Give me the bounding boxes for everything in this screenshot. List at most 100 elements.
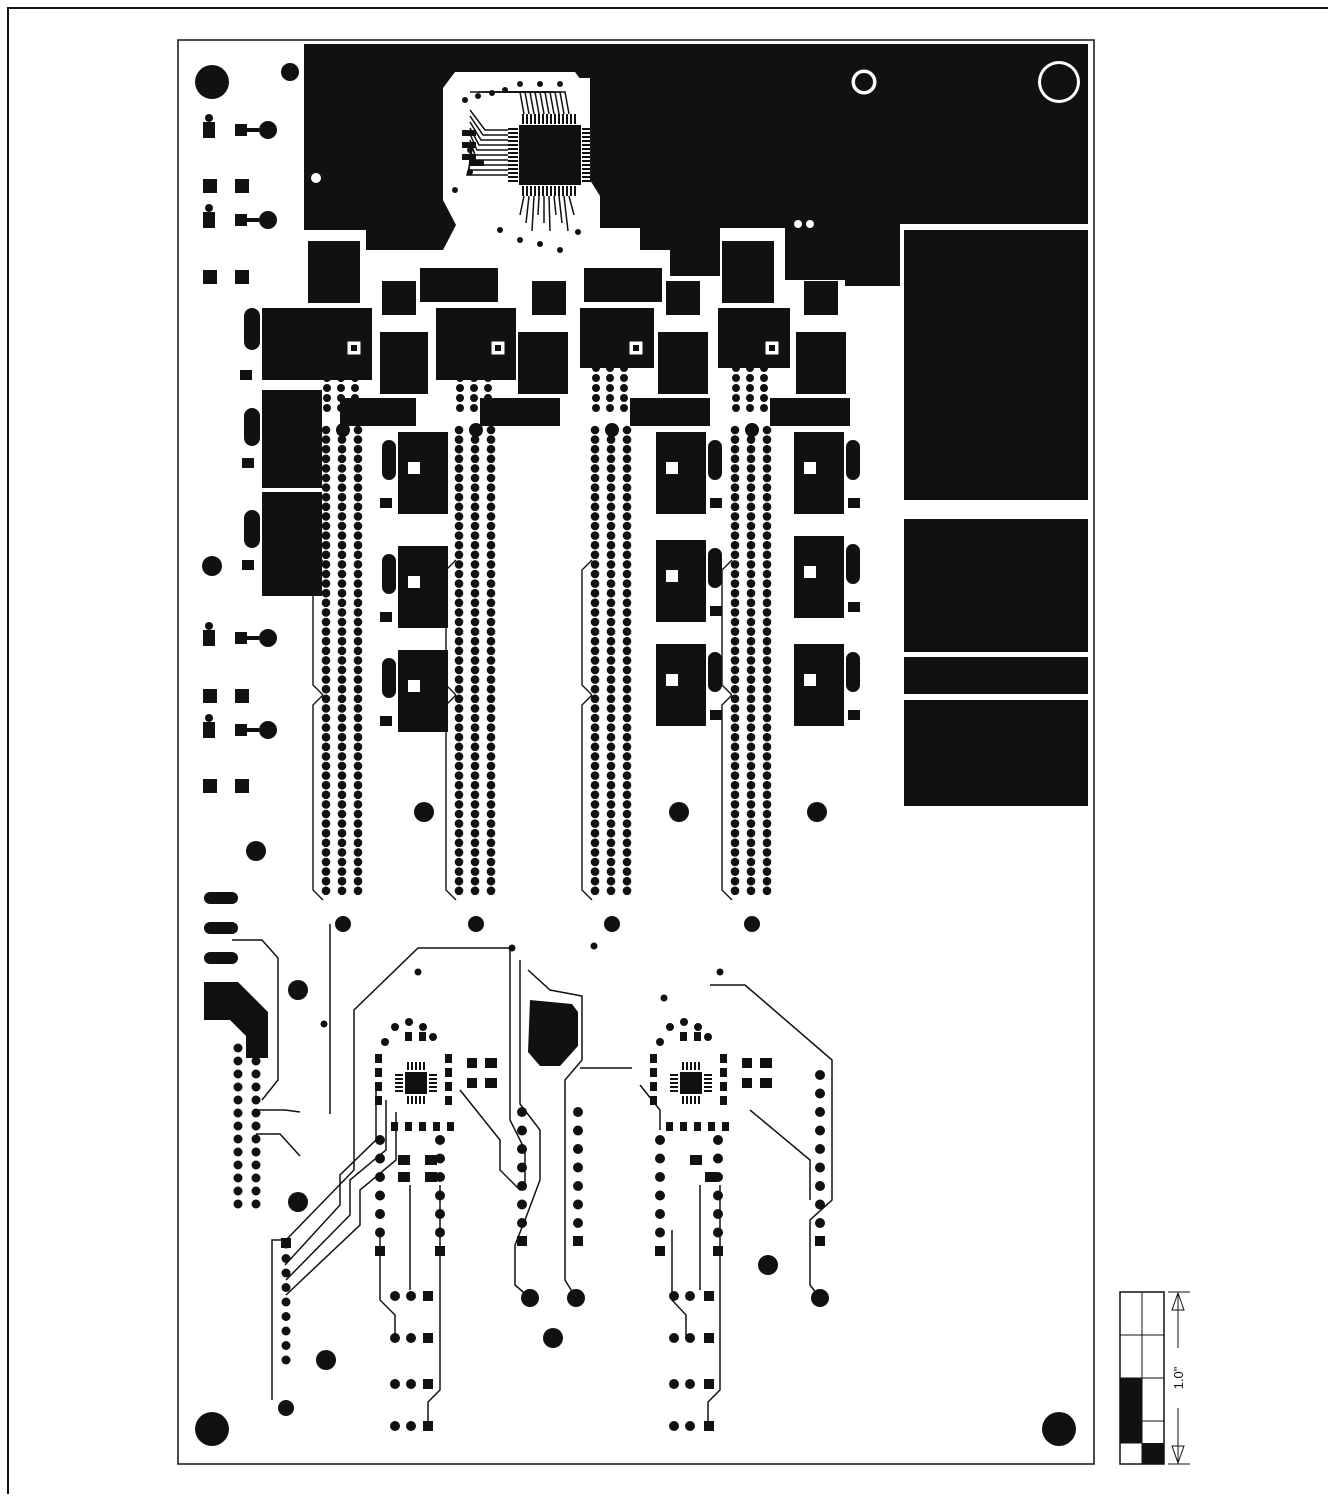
connector-via xyxy=(484,384,492,392)
connector-via xyxy=(353,627,363,636)
header-pin xyxy=(517,1125,527,1136)
header-pin xyxy=(390,1421,400,1431)
connector-via xyxy=(470,742,480,752)
connector-via xyxy=(622,656,632,665)
connector-via xyxy=(470,374,478,382)
qfp-pin xyxy=(582,180,592,182)
connector-via xyxy=(762,761,772,771)
connector-via xyxy=(470,684,480,694)
header-pin-square xyxy=(713,1246,723,1256)
side-module-tab xyxy=(846,544,860,584)
connector-via xyxy=(470,809,480,819)
connector-via xyxy=(590,540,600,550)
qfp-pin xyxy=(554,186,556,196)
qfn-via xyxy=(666,1023,674,1031)
connector-via xyxy=(454,656,464,665)
connector-via xyxy=(486,425,496,435)
mosfet xyxy=(796,332,846,394)
connector-via xyxy=(606,512,616,521)
pad xyxy=(235,270,249,284)
connector-via xyxy=(730,512,740,521)
connector-via xyxy=(486,608,496,617)
connector-via xyxy=(622,627,632,636)
connector-via xyxy=(732,394,740,402)
connector-via xyxy=(470,656,480,665)
qfn-pin xyxy=(407,1096,409,1104)
qfp-pin xyxy=(508,128,518,130)
connector-via xyxy=(470,828,480,838)
qfp-pin xyxy=(558,186,560,196)
connector-via xyxy=(762,598,772,608)
qfp-pin xyxy=(550,114,552,124)
connector-via xyxy=(762,454,772,464)
qfn-pin xyxy=(704,1086,712,1088)
qfp-via xyxy=(557,247,563,253)
connector-via xyxy=(353,752,363,761)
qfn-pin xyxy=(690,1062,692,1070)
connector-via xyxy=(762,588,772,598)
header-pin xyxy=(251,1069,261,1079)
connector-via xyxy=(323,384,331,392)
qfp-pad xyxy=(462,142,476,148)
connector-via xyxy=(353,502,363,512)
header-pin xyxy=(390,1333,400,1343)
connector-via xyxy=(762,838,772,848)
connector-via xyxy=(337,857,347,867)
connector-via xyxy=(590,435,600,444)
connector-via xyxy=(606,588,616,598)
connector-via xyxy=(746,819,756,828)
via xyxy=(205,622,213,630)
connector-via xyxy=(321,800,331,809)
pad-clearance xyxy=(408,576,420,588)
connector-via xyxy=(746,579,756,588)
qfp-trace xyxy=(553,195,557,216)
header-pin xyxy=(406,1421,416,1431)
connector-via xyxy=(590,521,600,531)
connector-via xyxy=(353,780,363,790)
connector-via xyxy=(730,569,740,579)
connector-via xyxy=(484,364,492,372)
connector-via xyxy=(353,828,363,838)
copper-strip xyxy=(480,398,560,426)
trace-stub xyxy=(245,636,259,640)
qfp-trace xyxy=(469,139,508,156)
connector-via xyxy=(762,857,772,867)
connector-via xyxy=(762,713,772,723)
test-point xyxy=(811,1289,829,1307)
connector-via xyxy=(337,473,347,483)
connector-via xyxy=(590,560,600,569)
connector-via xyxy=(321,464,331,473)
connector-via xyxy=(337,435,347,444)
pad xyxy=(242,560,254,570)
connector-via xyxy=(337,694,347,704)
header-pin xyxy=(233,1056,243,1066)
header-pin xyxy=(685,1291,695,1301)
via xyxy=(508,944,516,952)
connector-via xyxy=(606,627,616,636)
connector-trace xyxy=(312,694,324,901)
connector-via xyxy=(337,886,347,896)
connector-via xyxy=(606,502,616,512)
header-pin xyxy=(517,1181,527,1191)
via xyxy=(716,968,724,976)
pad-clearance xyxy=(666,570,678,582)
connector-via xyxy=(622,828,632,838)
via-clearance xyxy=(311,173,321,183)
qfn-pin xyxy=(395,1074,403,1076)
connector-via xyxy=(351,404,359,412)
connector-via xyxy=(337,521,347,531)
header-pin xyxy=(815,1181,825,1191)
connector-via xyxy=(622,464,632,473)
connector-via xyxy=(337,780,347,790)
connector-via xyxy=(762,464,772,473)
connector-via xyxy=(486,867,496,876)
test-point xyxy=(259,211,277,229)
lower-trace xyxy=(707,1185,721,1426)
mounting-hole-bl xyxy=(195,1412,229,1446)
connector-via xyxy=(321,636,331,646)
pad xyxy=(235,214,247,226)
board-outline xyxy=(177,39,1095,1465)
test-point xyxy=(567,1289,585,1307)
pad-clearance xyxy=(666,462,678,474)
connector-via xyxy=(730,435,740,444)
